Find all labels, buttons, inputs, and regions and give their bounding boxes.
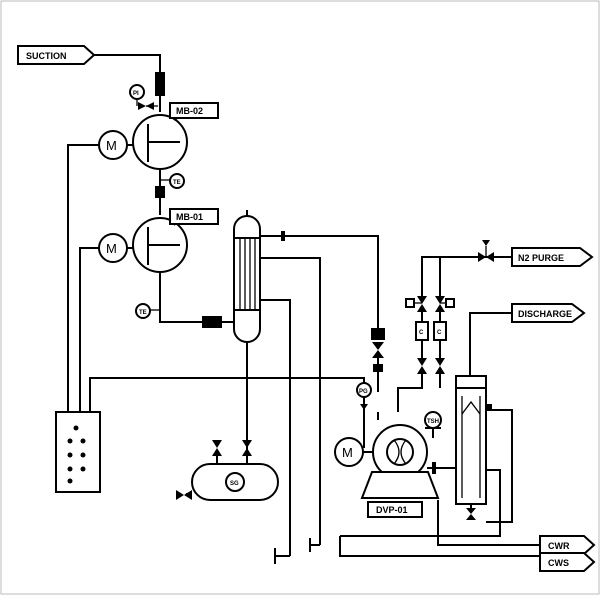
discharge-line <box>469 312 512 376</box>
exhaust-silencer <box>455 375 513 523</box>
n2-purge-label: N2 PURGE <box>518 253 564 263</box>
c-right-label: C <box>437 330 442 336</box>
c-left-label: C <box>419 330 424 336</box>
cws-tag: CWS <box>539 552 596 572</box>
receiver-tank: SG <box>176 463 279 501</box>
flex-connector-lower <box>202 316 222 328</box>
motor-mb01: M <box>79 233 133 412</box>
receiver-valves <box>212 440 252 464</box>
condenser-vent-line <box>260 235 379 328</box>
pi-label: PI <box>133 91 139 97</box>
cwr-label: CWR <box>548 541 570 551</box>
n2-purge-tag: N2 PURGE <box>511 247 594 267</box>
tsh-label: TSH <box>427 419 439 425</box>
condenser-cw-line-b <box>260 299 291 556</box>
motor-dvp-label: M <box>342 445 353 460</box>
inlet-valves-dvp <box>371 328 385 392</box>
condenser-cw-line-a <box>260 257 321 545</box>
purge-branch-right: C <box>433 296 455 388</box>
dvp01-pump <box>360 412 440 499</box>
pg-label: PG <box>359 389 368 395</box>
flex-connector-mid <box>155 186 165 198</box>
te-upper-label: TE <box>173 180 181 186</box>
discharge-label: DISCHARGE <box>518 309 572 319</box>
n2-valve <box>478 240 494 262</box>
mb02-label: MB-02 <box>176 106 203 116</box>
te-upper-sensor: TE <box>160 173 185 189</box>
motor-mb01-label: M <box>106 241 117 256</box>
pg-gauge: PG <box>356 382 372 412</box>
suction-line <box>94 54 161 72</box>
suction-label: SUCTION <box>26 51 67 61</box>
panel-wire <box>89 377 365 448</box>
discharge-tag: DISCHARGE <box>511 303 586 323</box>
booster-mb02 <box>132 111 191 170</box>
te-lower-sensor: TE <box>135 303 160 319</box>
booster-mb01 <box>132 217 191 273</box>
tsh-switch: TSH <box>424 411 442 438</box>
dvp01-tag: DVP-01 <box>367 501 423 518</box>
purge-branch-left: C <box>397 296 429 412</box>
te-lower-label: TE <box>139 310 147 316</box>
n2-purge-line <box>421 256 512 296</box>
motor-dvp: M <box>334 437 373 467</box>
flex-connector-upper <box>155 72 165 96</box>
condenser <box>233 215 261 343</box>
suction-tag: SUCTION <box>17 45 96 65</box>
sg-label: SG <box>230 481 239 487</box>
cws-label: CWS <box>548 558 569 568</box>
mb01-tag: MB-01 <box>169 208 219 225</box>
mb01-outlet-line <box>159 272 202 323</box>
motor-mb02: M <box>67 130 133 412</box>
dvp01-label: DVP-01 <box>376 505 408 515</box>
control-panel <box>55 411 101 493</box>
pi-gauge: PI <box>129 84 158 110</box>
mb01-label: MB-01 <box>176 212 203 222</box>
cwr-tag: CWR <box>539 535 596 555</box>
motor-mb02-label: M <box>106 138 117 153</box>
mb02-tag: MB-02 <box>169 102 219 119</box>
